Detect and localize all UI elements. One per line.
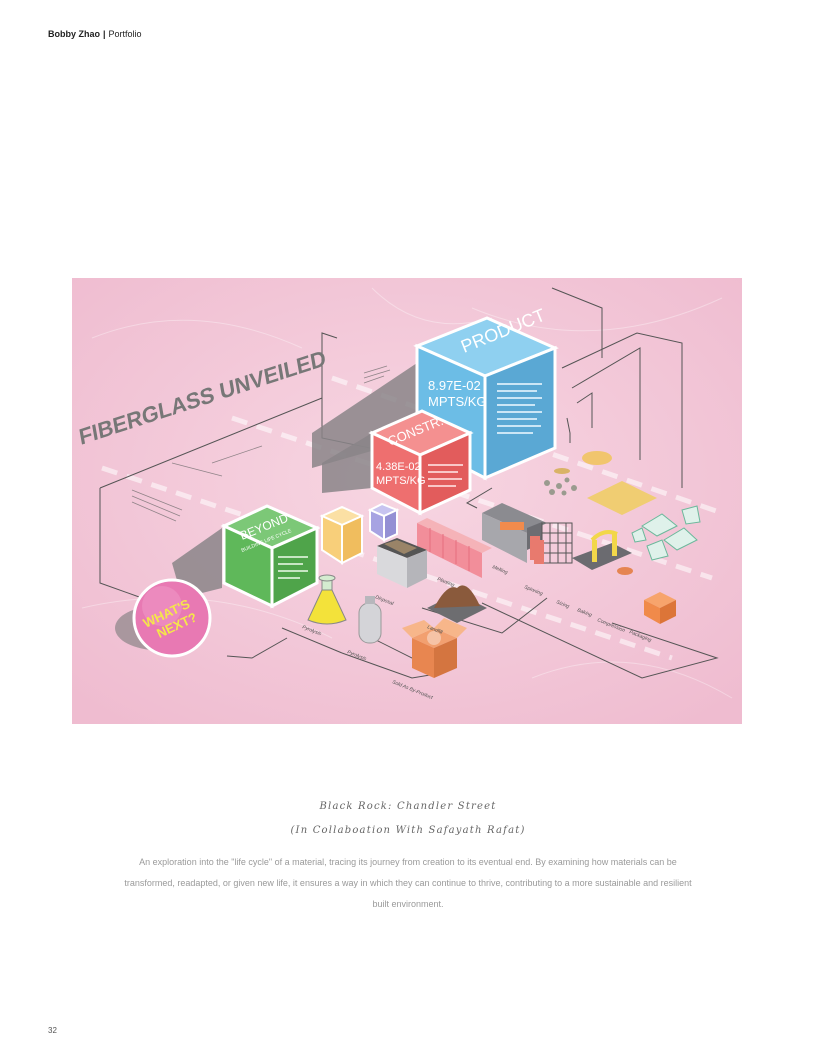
process-label: Sizing: [555, 599, 570, 610]
fiberglass-lifecycle-illustration: PRODUCT 8.97E-02 MPTS/KG CONSTR. 4.38E-0…: [72, 278, 742, 724]
header-separator: |: [103, 29, 106, 39]
page-number: 32: [48, 1026, 57, 1035]
gas-cylinder: [358, 596, 382, 644]
raw-materials: [544, 451, 701, 561]
section-label: Portfolio: [108, 29, 142, 39]
construction-cube: CONSTR. 4.38E-02 MPTS/KG: [368, 409, 474, 516]
small-cubes: [319, 502, 400, 565]
disposal-bin: [377, 538, 427, 588]
caption-description: An exploration into the "life cycle" of …: [124, 857, 692, 909]
caption-subtitle: (In Collaboation With Safayath Rafat): [290, 825, 526, 836]
orange-packaging-cube: [644, 592, 676, 624]
author-name: Bobby Zhao: [48, 29, 100, 39]
construction-value: 4.38E-02: [376, 461, 421, 473]
construction-unit: MPTS/KG: [376, 475, 426, 487]
page-header: Bobby Zhao|Portfolio: [48, 29, 142, 39]
beyond-cube: BEYOND BUILDING LIFE CYCLE: [220, 504, 321, 609]
caption-title: Black Rock: Chandler Street: [319, 801, 497, 812]
whats-next-bubble: WHAT'S NEXT?: [132, 578, 212, 658]
by-product-box: [402, 618, 467, 678]
landfill-pile: [427, 585, 487, 623]
process-label: Melting: [491, 564, 508, 576]
process-label: Baking: [576, 607, 593, 618]
product-value: 8.97E-02: [428, 378, 481, 393]
pyrolysis-flask: [307, 574, 347, 625]
factory-machinery: [482, 503, 633, 575]
product-unit: MPTS/KG: [428, 394, 487, 409]
insulation-panels: [417, 518, 492, 578]
process-label: Landfill: [426, 624, 444, 636]
